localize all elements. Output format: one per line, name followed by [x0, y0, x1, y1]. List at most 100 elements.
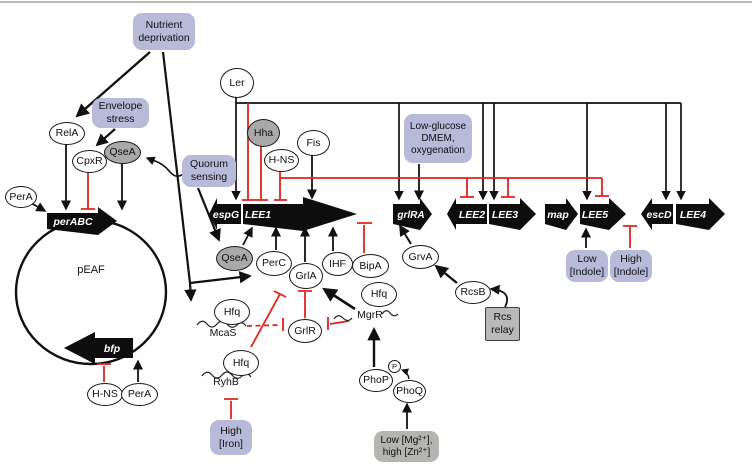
gene-LEE3: [489, 198, 536, 230]
inhibit-ryhB-grlA: [250, 290, 287, 348]
node-phosphate-label: P: [391, 362, 397, 371]
node-hfq-ryhb: Hfq: [223, 350, 259, 376]
node-perC-label: PerC: [262, 257, 286, 270]
activation-arrows: [30, 51, 686, 429]
inhibit-mgrR-grlR: [327, 317, 350, 330]
node-hfq-mcas: Hfq: [214, 299, 250, 325]
gene-LEE2: [447, 198, 487, 230]
arrow-nutrient-to-mcas: [184, 282, 197, 302]
box-envelope-stress: Envelope stress: [92, 98, 149, 128]
line-nutrient-diagonal: [161, 51, 192, 284]
box-rcs-relay: Rcs relay: [485, 307, 520, 341]
gene-escD: [641, 198, 673, 230]
arrow-perA-to-perABC: [30, 202, 47, 212]
box-low-indole-label: Low [Indole]: [569, 253, 605, 278]
node-fis-label: Fis: [306, 136, 321, 149]
box-rcs-relay-label: Rcs relay: [491, 311, 514, 336]
inhibit-bipA-lee1: [357, 222, 372, 253]
box-high-iron: High [Iron]: [210, 420, 252, 455]
node-rcsB: RcsB: [455, 281, 491, 304]
inhibit-highiron-ryhB: [224, 398, 238, 419]
arrow-qseA-bottom-to-lee1: [242, 226, 253, 246]
arrow-quorum-to-qseA-top-wavy: [145, 156, 187, 178]
node-grvA-label: GrvA: [408, 250, 433, 263]
arrow-rcsB-to-grvA: [434, 264, 458, 284]
box-low-glucose-label: Low-glucose DMEM, oxygenation: [409, 120, 467, 156]
inhibit-highindole-lee5: [623, 225, 637, 248]
node-cpxR: CpxR: [72, 150, 107, 173]
box-nutrient-deprivation-label: Nutrient deprivation: [138, 18, 190, 44]
node-perA-bottom-label: PerA: [127, 388, 152, 401]
gene-bfp: [64, 332, 133, 364]
gene-espG: [209, 198, 241, 230]
box-low-mg-high-zn: Low [Mg²⁺], high [Zn²⁺]: [374, 431, 439, 462]
node-bipA: BipA: [352, 254, 389, 278]
node-phoP-label: PhoP: [363, 374, 389, 387]
box-low-glucose: Low-glucose DMEM, oxygenation: [404, 114, 472, 163]
node-bipA-label: BipA: [359, 259, 382, 272]
node-phoQ: PhoQ: [393, 380, 426, 403]
srna-label-ryhb: RyhB: [213, 376, 239, 388]
box-high-indole: High [Indole]: [610, 250, 652, 282]
box-envelope-stress-label: Envelope stress: [98, 100, 143, 125]
inhibition-arrows: [81, 103, 637, 419]
node-perC: PerC: [256, 251, 292, 276]
node-fis: Fis: [297, 130, 330, 156]
gene-label-LEE1: LEE1: [245, 209, 271, 221]
node-phoQ-label: PhoQ: [396, 385, 423, 398]
figure-top-rule: [0, 1, 752, 3]
gene-grlRA: [393, 198, 432, 230]
node-phoP: PhoP: [359, 369, 393, 392]
box-low-indole: Low [Indole]: [566, 250, 608, 282]
gene-LEE1: [243, 197, 357, 231]
arrow-mgrR-to-grlA: [322, 287, 356, 311]
node-ihf-label: IHF: [329, 257, 346, 270]
node-grlA: GrlA: [289, 263, 323, 289]
gene-labels: espG LEE1 grlRA LEE2 LEE3 map LEE5 escD …: [52, 209, 706, 355]
gene-LEE4: [676, 198, 725, 230]
node-relA-label: RelA: [55, 127, 79, 140]
inhibit-hns-lee2: [460, 178, 474, 198]
inhibit-mcas-grlR-dashed: [246, 324, 281, 327]
srna-label-mgrr: MgrR: [357, 309, 383, 321]
node-grlR-label: GrlR: [294, 324, 316, 337]
inhibit-hha-lee1: [255, 146, 268, 201]
gene-map: [545, 198, 578, 230]
gene-label-LEE5: LEE5: [582, 209, 608, 221]
node-grlR: GrlR: [288, 319, 322, 343]
gene-label-escD: escD: [646, 209, 672, 221]
node-phosphate: P: [388, 360, 401, 373]
gene-label-LEE3: LEE3: [492, 209, 518, 221]
inhibit-grlR-grlA: [298, 290, 312, 318]
node-ler-label: Ler: [229, 76, 245, 89]
srna-label-mcas: McaS: [209, 327, 237, 339]
node-hns-bottom: H-NS: [87, 383, 123, 406]
box-quorum-sensing: Quorum sensing: [182, 155, 236, 187]
box-high-indole-label: High [Indole]: [613, 253, 649, 278]
node-hns-bottom-label: H-NS: [92, 388, 118, 401]
node-hfq-ryhb-label: Hfq: [232, 356, 250, 369]
node-hfq-mgrr-label: Hfq: [370, 288, 388, 301]
gene-label-perABC: perABC: [52, 216, 93, 228]
node-perA-bottom: PerA: [121, 383, 158, 406]
gene-label-map: map: [547, 209, 569, 221]
inhibit-hns-lee1: [274, 171, 287, 201]
gene-label-bfp: bfp: [104, 343, 121, 355]
arrow-phoQ-to-phosphate: [400, 368, 410, 380]
inhibit-hns-bfp: [97, 363, 111, 382]
node-hha: Hha: [247, 119, 280, 147]
node-qseA-bottom: QseA: [216, 246, 253, 271]
node-hfq-mcas-label: Hfq: [223, 305, 241, 318]
node-cpxR-label: CpxR: [76, 155, 103, 168]
gene-label-espG: espG: [213, 209, 239, 221]
inhibit-ler-lee1-auto: [242, 103, 255, 201]
arrow-rcsrelay-to-rcsB: [489, 284, 509, 308]
node-grvA: GrvA: [402, 245, 439, 269]
mgrr-squiggle-left: [333, 315, 353, 322]
arrow-nutrient-to-relA: [75, 51, 151, 118]
node-hns-top-label: H-NS: [268, 154, 295, 167]
gene-perABC: [47, 207, 117, 235]
node-perA-left-label: PerA: [9, 190, 33, 203]
node-qseA-top-label: QseA: [109, 146, 136, 159]
